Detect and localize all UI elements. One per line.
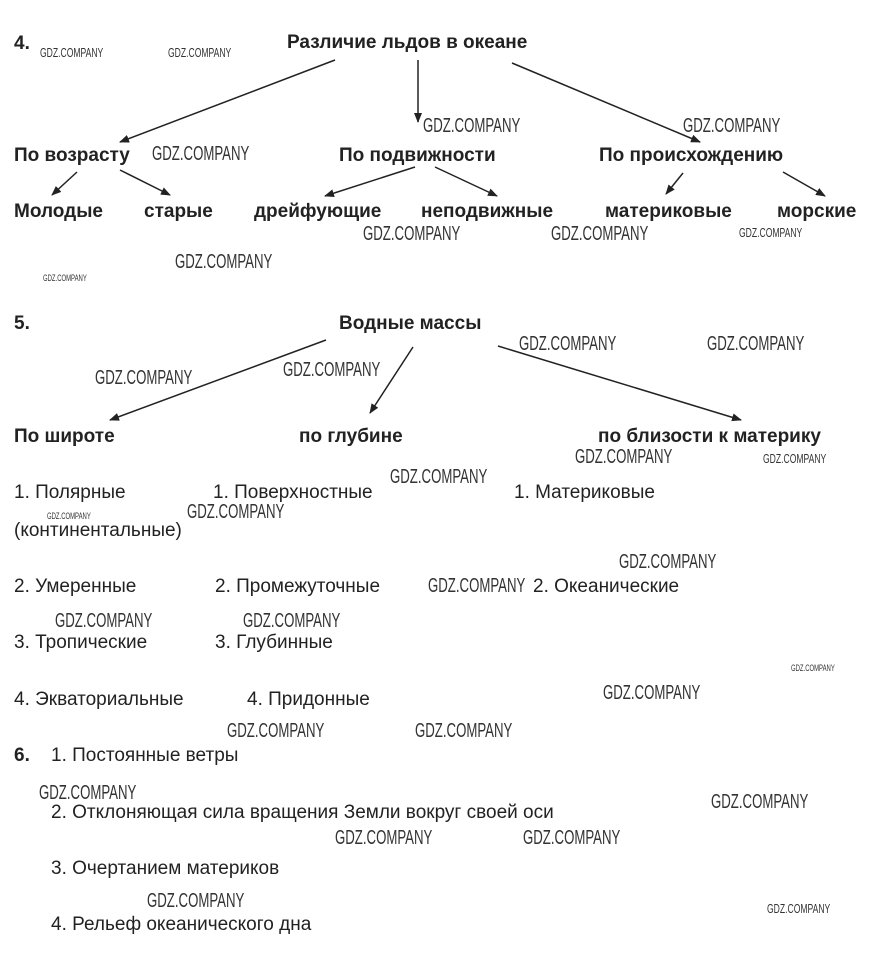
arrow [119, 169, 171, 196]
watermark: GDZ.COMPANY [283, 359, 381, 381]
list-item: 2. Умеренные [14, 576, 137, 597]
list-item: 4. Придонные [247, 689, 370, 710]
arrow [51, 171, 78, 196]
watermark: GDZ.COMPANY [175, 251, 273, 273]
task5-title: Водные массы [339, 313, 482, 334]
watermark: GDZ.COMPANY [187, 501, 285, 523]
watermark: GDZ.COMPANY [739, 225, 803, 240]
list-item: 2. Отклоняющая сила вращения Земли вокру… [51, 802, 554, 823]
list-item: 3. Глубинные [215, 632, 333, 653]
task6-number: 6. [14, 745, 30, 766]
watermark: GDZ.COMPANY [43, 273, 87, 283]
watermark: GDZ.COMPANY [147, 890, 245, 912]
watermark: GDZ.COMPANY [152, 143, 250, 165]
watermark: GDZ.COMPANY [791, 663, 835, 673]
list-item: 3. Очертанием материков [51, 858, 280, 879]
leaf-old: старые [144, 201, 213, 222]
watermark: GDZ.COMPANY [707, 333, 805, 355]
list-item: 4. Экваториальные [14, 689, 184, 710]
column-latitude: По широте [14, 426, 115, 447]
list-item: 1. Поверхностные [213, 482, 373, 503]
arrow [497, 345, 742, 422]
watermark: GDZ.COMPANY [47, 511, 91, 521]
watermark: GDZ.COMPANY [363, 223, 461, 245]
task4-title: Различие льдов в океане [287, 32, 528, 53]
leaf-young: Молодые [14, 201, 103, 222]
category-mobility: По подвижности [339, 145, 496, 166]
watermark: GDZ.COMPANY [227, 720, 325, 742]
leaf-continental: материковые [605, 201, 732, 222]
watermark: GDZ.COMPANY [95, 367, 193, 389]
watermark: GDZ.COMPANY [519, 333, 617, 355]
arrow [434, 166, 498, 197]
arrow [369, 346, 414, 414]
leaf-fixed: неподвижные [421, 201, 554, 222]
leaf-drifting: дрейфующие [254, 201, 382, 222]
arrow [782, 171, 826, 197]
list-item: 1. Полярные [14, 482, 126, 503]
category-age: По возрасту [14, 145, 130, 166]
watermark: GDZ.COMPANY [335, 827, 433, 849]
task4-number: 4. [14, 33, 30, 54]
column-proximity: по близости к материку [598, 426, 821, 447]
watermark: GDZ.COMPANY [551, 223, 649, 245]
arrow [665, 172, 684, 195]
list-item: 1. Постоянные ветры [51, 745, 239, 766]
watermark: GDZ.COMPANY [763, 451, 827, 466]
category-origin: По происхождению [599, 145, 784, 166]
watermark: GDZ.COMPANY [40, 45, 104, 60]
arrow [109, 339, 327, 421]
list-item: (континентальные) [14, 520, 182, 541]
task5-number: 5. [14, 313, 30, 334]
watermark: GDZ.COMPANY [415, 720, 513, 742]
arrow [324, 166, 416, 198]
watermark: GDZ.COMPANY [55, 610, 153, 632]
watermark: GDZ.COMPANY [619, 551, 717, 573]
list-item: 3. Тропические [14, 632, 148, 653]
watermark: GDZ.COMPANY [575, 446, 673, 468]
watermark: GDZ.COMPANY [423, 115, 521, 137]
watermark: GDZ.COMPANY [428, 575, 526, 597]
watermark: GDZ.COMPANY [711, 791, 809, 813]
list-item: 1. Материковые [514, 482, 655, 503]
watermark: GDZ.COMPANY [168, 45, 232, 60]
list-item: 2. Промежуточные [215, 576, 381, 597]
leaf-sea: морские [777, 201, 857, 222]
arrow [119, 59, 336, 143]
watermark: GDZ.COMPANY [243, 610, 341, 632]
watermark: GDZ.COMPANY [603, 682, 701, 704]
list-item: 2. Океанические [533, 576, 680, 597]
column-depth: по глубине [299, 426, 403, 447]
watermark: GDZ.COMPANY [39, 782, 137, 804]
watermark: GDZ.COMPANY [523, 827, 621, 849]
arrow [511, 62, 701, 143]
watermark: GDZ.COMPANY [683, 115, 781, 137]
watermark: GDZ.COMPANY [767, 901, 831, 916]
list-item: 4. Рельеф океанического дна [51, 914, 312, 935]
watermark: GDZ.COMPANY [390, 466, 488, 488]
